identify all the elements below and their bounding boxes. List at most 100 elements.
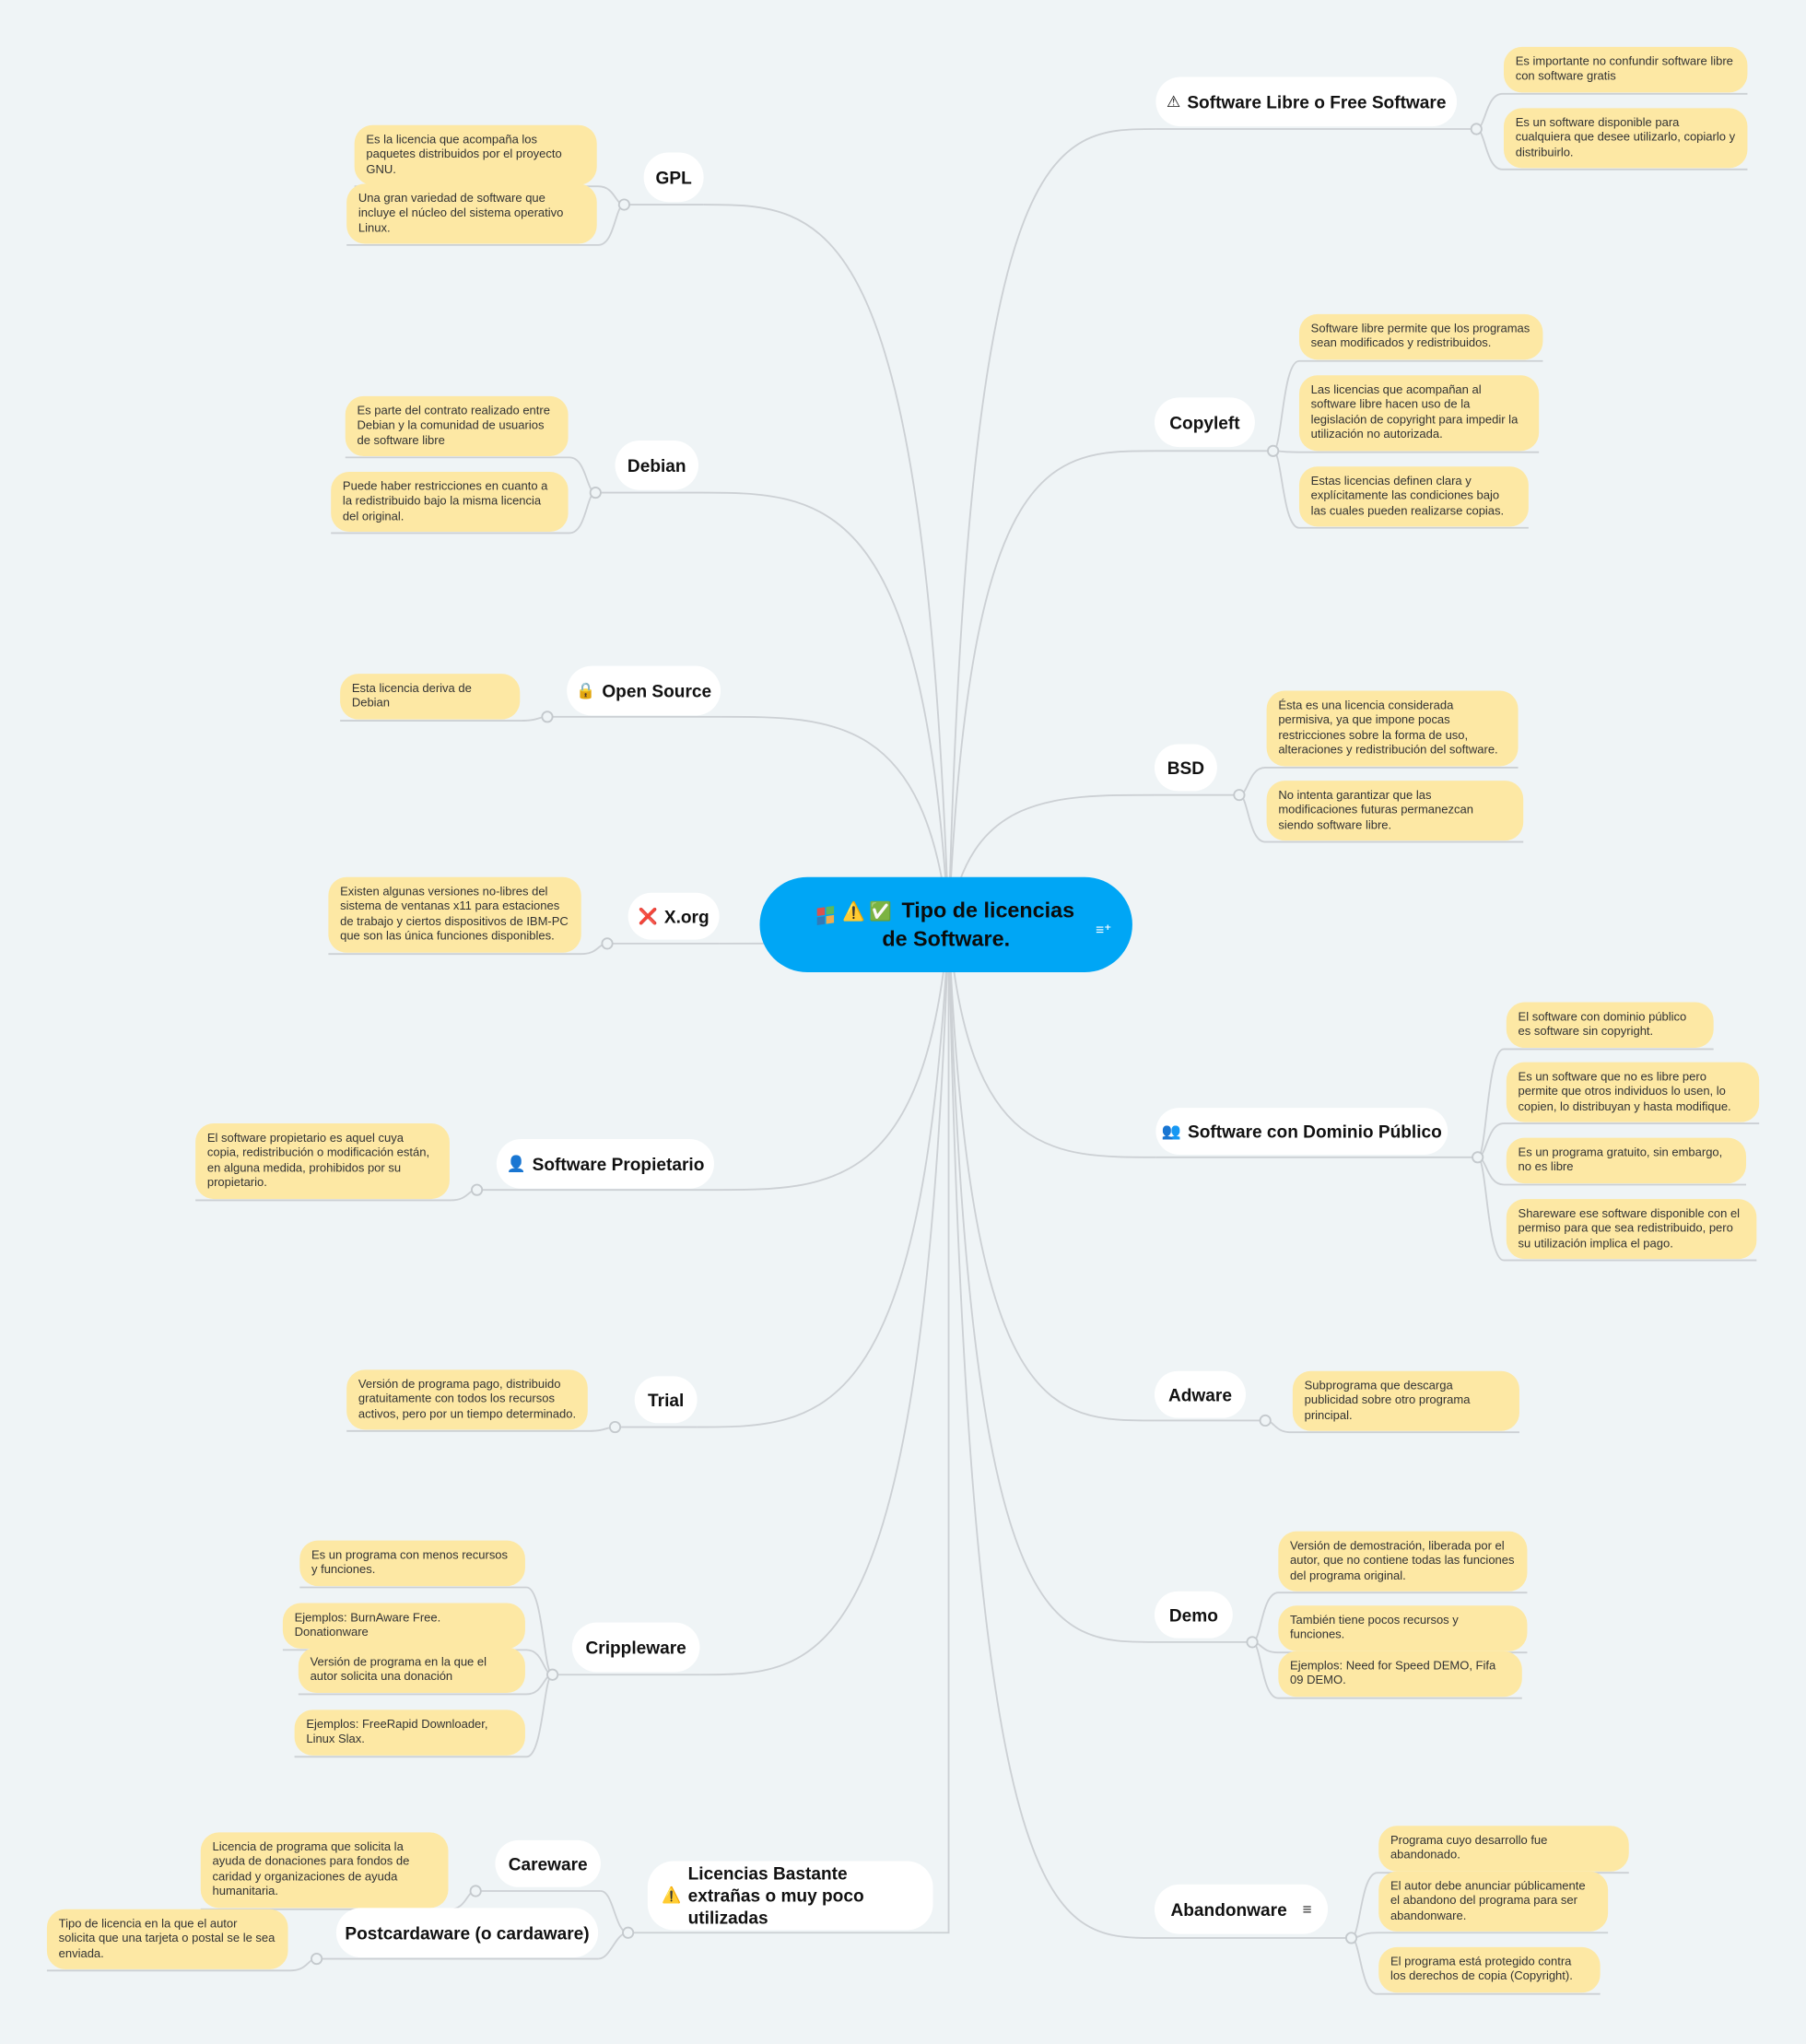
topic-label: BSD bbox=[1167, 758, 1205, 778]
topic-node[interactable]: BSD bbox=[1154, 744, 1217, 792]
note-bubble[interactable]: El software propietario es aquel cuya co… bbox=[195, 1123, 450, 1199]
note-bubble[interactable]: Es un programa gratuito, sin embargo, no… bbox=[1506, 1137, 1747, 1183]
collapse-toggle[interactable] bbox=[1233, 789, 1246, 802]
collapse-toggle[interactable] bbox=[1344, 1932, 1358, 1944]
note-bubble[interactable]: Las licencias que acompañan al software … bbox=[1298, 375, 1540, 451]
topic-node[interactable]: ❌X.org bbox=[627, 892, 720, 940]
topic-label: GPL bbox=[655, 167, 692, 187]
branch-connector bbox=[947, 450, 1155, 926]
collapse-toggle[interactable] bbox=[1246, 1636, 1259, 1649]
branch-connector bbox=[947, 128, 1156, 926]
notes-icon[interactable]: ≡⁺ bbox=[1096, 922, 1112, 939]
note-bubble[interactable]: Es importante no confundir software libr… bbox=[1503, 46, 1748, 93]
branch-connector bbox=[947, 924, 1156, 1158]
note-bubble[interactable]: Software libre permite que los programas… bbox=[1298, 313, 1543, 360]
topic-node[interactable]: Demo bbox=[1154, 1591, 1233, 1639]
collapse-toggle[interactable] bbox=[1267, 444, 1280, 457]
topic-label: Abandonware bbox=[1170, 1899, 1287, 1920]
note-bubble[interactable]: Es un programa con menos recursos y func… bbox=[299, 1540, 525, 1586]
note-bubble[interactable]: Una gran variedad de software que incluy… bbox=[346, 183, 597, 244]
topic-label: X.org bbox=[663, 906, 710, 926]
central-topic[interactable]: ⚠️✅ Tipo de licencias de Software. ≡⁺ bbox=[759, 876, 1132, 972]
collapse-toggle[interactable] bbox=[622, 1926, 635, 1939]
note-bubble[interactable]: El programa está protegido contra los de… bbox=[1378, 1946, 1601, 1993]
branch-connector bbox=[947, 925, 1155, 1643]
note-bubble[interactable]: Es un software que no es libre pero perm… bbox=[1506, 1062, 1760, 1122]
collapse-toggle[interactable] bbox=[617, 198, 630, 211]
topic-label: Open Source bbox=[602, 680, 712, 701]
collapse-toggle[interactable] bbox=[589, 486, 602, 499]
topic-node[interactable]: Copyleft bbox=[1154, 397, 1255, 448]
topic-node[interactable]: 👥Software con Dominio Público bbox=[1155, 1108, 1448, 1155]
collapse-toggle[interactable] bbox=[546, 1668, 559, 1681]
check-mark-icon: ✅ bbox=[869, 899, 892, 922]
note-bubble[interactable]: Versión de programa pago, distribuido gr… bbox=[346, 1369, 588, 1430]
note-bubble[interactable]: Versión de demostración, liberada por el… bbox=[1278, 1531, 1528, 1592]
topic-node[interactable]: Abandonware ≡ bbox=[1154, 1884, 1329, 1934]
topic-label: Postcardaware (o cardaware) bbox=[345, 1922, 590, 1943]
note-bubble[interactable]: Esta licencia deriva de Debian bbox=[340, 674, 521, 720]
note-bubble[interactable]: Ejemplos: Need for Speed DEMO, Fifa 09 D… bbox=[1278, 1650, 1522, 1697]
note-bubble[interactable]: Tipo de licencia en la que el autor soli… bbox=[46, 1909, 288, 1970]
warning-icon: ⚠️ bbox=[842, 899, 865, 922]
note-bubble[interactable]: El autor debe anunciar públicamente el a… bbox=[1378, 1871, 1609, 1932]
topic-node[interactable]: 👤Software Propietario bbox=[496, 1139, 714, 1189]
collapse-toggle[interactable] bbox=[471, 1183, 484, 1196]
topic-label: Debian bbox=[627, 455, 686, 476]
collapse-toggle[interactable] bbox=[311, 1952, 323, 1966]
topic-label: Careware bbox=[508, 1853, 588, 1874]
notes-icon[interactable]: ≡ bbox=[1302, 1899, 1312, 1919]
topic-label: Trial bbox=[648, 1390, 685, 1410]
note-bubble[interactable]: Es la licencia que acompaña los paquetes… bbox=[354, 124, 597, 186]
collapse-toggle[interactable] bbox=[601, 937, 614, 950]
note-bubble[interactable]: Puede haber restricciones en cuanto a la… bbox=[331, 471, 569, 533]
topic-emoji-icon: 👥 bbox=[1161, 1122, 1181, 1141]
topic-label: Software Libre o Free Software bbox=[1187, 91, 1447, 112]
topic-label: Software Propietario bbox=[532, 1154, 705, 1174]
collapse-toggle[interactable] bbox=[469, 1885, 482, 1897]
collapse-toggle[interactable] bbox=[1470, 123, 1483, 135]
topic-node[interactable]: 🔒Open Source bbox=[567, 665, 721, 716]
collapse-toggle[interactable] bbox=[541, 711, 554, 723]
note-connector bbox=[1272, 450, 1540, 453]
branch-connector bbox=[721, 715, 950, 926]
topic-emoji-icon: ⚠️ bbox=[662, 1885, 682, 1905]
topic-node[interactable]: GPL bbox=[643, 152, 704, 203]
note-bubble[interactable]: Versión de programa en la que el autor s… bbox=[298, 1647, 525, 1693]
note-bubble[interactable]: Subprograma que descarga publicidad sobr… bbox=[1292, 1370, 1519, 1432]
topic-label: Adware bbox=[1167, 1384, 1232, 1404]
branch-connector bbox=[697, 925, 950, 1428]
topic-node[interactable]: ⚠️Licencias Bastante extrañas o muy poco… bbox=[647, 1861, 933, 1931]
topic-node[interactable]: Debian bbox=[615, 440, 699, 490]
branch-connector bbox=[600, 1890, 628, 1934]
note-bubble[interactable]: Programa cuyo desarrollo fue abandonado. bbox=[1378, 1826, 1629, 1872]
topic-node[interactable]: Postcardaware (o cardaware) bbox=[335, 1908, 599, 1958]
note-bubble[interactable]: Ejemplos: FreeRapid Downloader, Linux Sl… bbox=[294, 1709, 525, 1756]
topic-label: Demo bbox=[1168, 1604, 1218, 1625]
central-topic-title: Tipo de licencias de Software. bbox=[882, 899, 1075, 951]
topic-node[interactable]: Careware bbox=[495, 1839, 601, 1887]
note-bubble[interactable]: Licencia de programa que solicita la ayu… bbox=[200, 1832, 449, 1908]
topic-node[interactable]: Adware bbox=[1154, 1370, 1246, 1418]
collapse-toggle[interactable] bbox=[1472, 1151, 1484, 1164]
branch-connector bbox=[699, 925, 950, 1676]
note-bubble[interactable]: Es parte del contrato realizado entre De… bbox=[345, 395, 569, 457]
note-bubble[interactable]: Existen algunas versiones no-libres del … bbox=[328, 876, 581, 953]
branch-connector bbox=[703, 204, 950, 926]
branch-connector bbox=[713, 925, 950, 1192]
topic-node[interactable]: ⚠Software Libre o Free Software bbox=[1155, 76, 1458, 127]
note-bubble[interactable]: Ejemplos: BurnAware Free. Donationware bbox=[282, 1603, 525, 1649]
topic-node[interactable]: Trial bbox=[634, 1376, 698, 1424]
note-bubble[interactable]: Es un software disponible para cualquier… bbox=[1503, 108, 1748, 169]
collapse-toggle[interactable] bbox=[608, 1420, 622, 1434]
note-bubble[interactable]: También tiene pocos recursos y funciones… bbox=[1278, 1605, 1528, 1651]
note-bubble[interactable]: Ésta es una licencia considerada permisi… bbox=[1266, 690, 1519, 767]
note-bubble[interactable]: No intenta garantizar que las modificaci… bbox=[1266, 781, 1524, 841]
collapse-toggle[interactable] bbox=[1259, 1414, 1272, 1427]
note-bubble[interactable]: Shareware ese software disponible con el… bbox=[1506, 1199, 1757, 1260]
topic-node[interactable]: Crippleware bbox=[571, 1622, 700, 1673]
windows-flag-icon bbox=[817, 905, 835, 925]
note-bubble[interactable]: El software con dominio público es softw… bbox=[1506, 1002, 1714, 1048]
note-bubble[interactable]: Estas licencias definen clara y explícit… bbox=[1298, 466, 1529, 527]
